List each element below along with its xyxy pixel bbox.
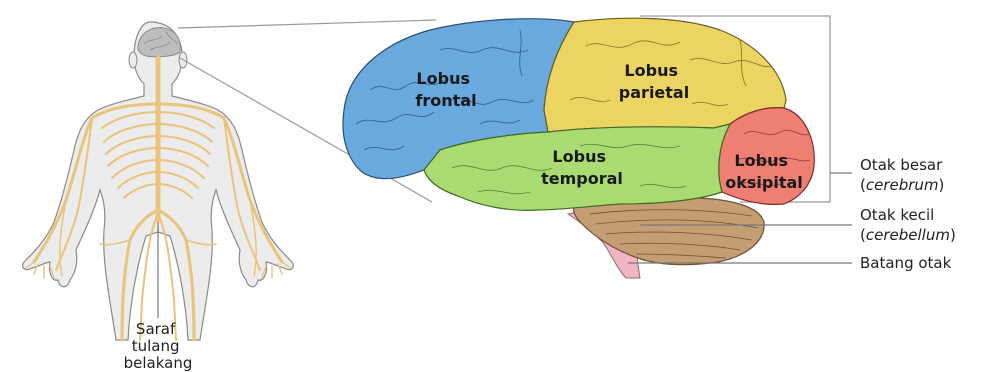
brain-diagram: Lobus frontal Lobus parietal Lobus tempo… — [343, 18, 814, 278]
cerebellum-latin-label: cerebellum — [866, 226, 950, 244]
cerebellum-label: Otak kecil (cerebellum) — [860, 206, 956, 244]
spinal-nerve-label: Saraf tulang belakang — [124, 320, 193, 372]
cerebrum-label: Otak besar (cerebrum) — [860, 156, 947, 194]
cerebrum-latin-label: cerebrum — [866, 176, 939, 194]
brainstem-label: Batang otak — [860, 254, 952, 272]
